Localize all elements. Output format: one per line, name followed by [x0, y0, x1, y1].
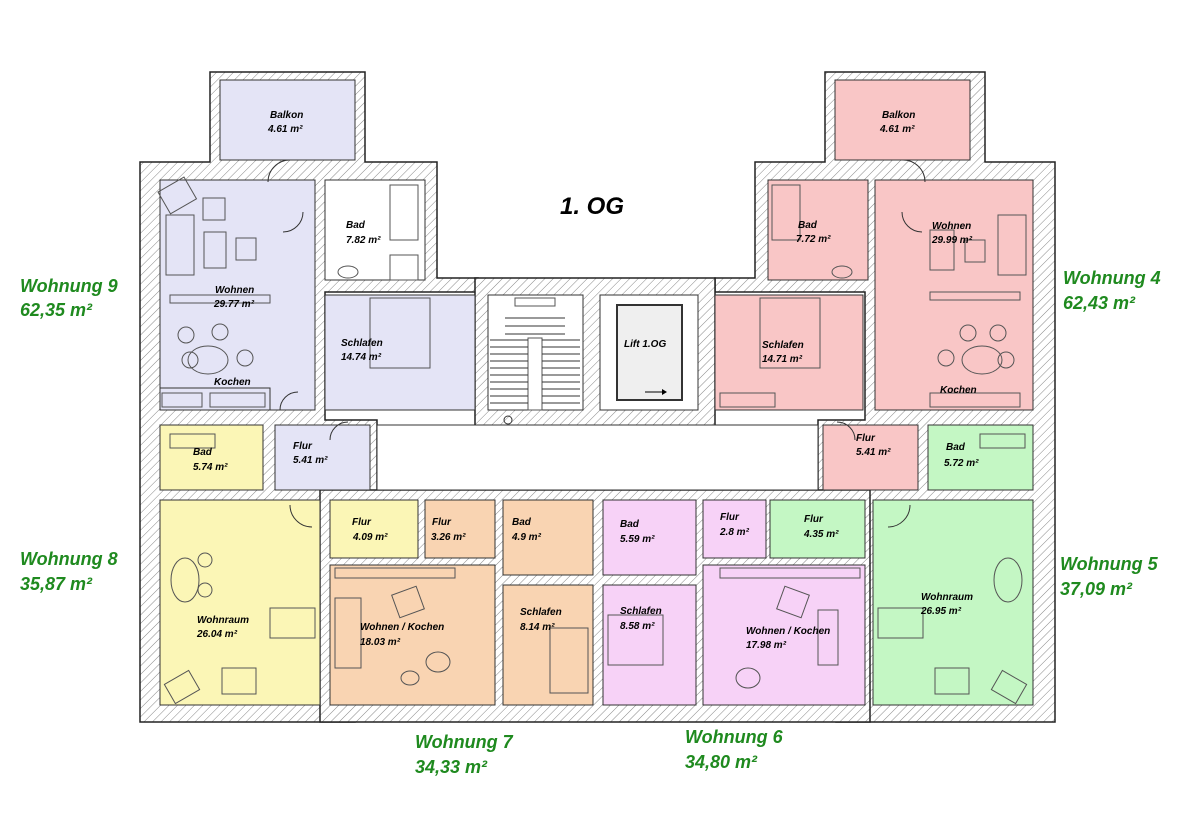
apartment-area-w6: 34,80 m² — [685, 752, 758, 772]
room-w9-balkon — [219, 79, 356, 161]
room-area-w4-flur: 5.41 m² — [856, 447, 891, 458]
room-label-w9-bad: Bad — [346, 220, 366, 231]
room-area-w9-balkon: 4.61 m² — [267, 124, 303, 135]
room-area-w5-wohnraum: 26.95 m² — [920, 606, 962, 617]
room-area-w8-flur: 4.09 m² — [352, 532, 388, 543]
room-w4-balkon — [834, 79, 971, 161]
room-area-w9-bad: 7.82 m² — [346, 235, 381, 246]
room-area-w7-bad: 4.9 m² — [511, 532, 542, 543]
room-area-w9-schlafen: 14.74 m² — [341, 352, 382, 363]
room-area-w4-wohnen: 29.99 m² — [931, 235, 973, 246]
apartment-area-w8: 35,87 m² — [20, 574, 93, 594]
room-w4-bad — [767, 179, 869, 281]
room-label-w5-flur: Flur — [804, 514, 824, 525]
room-w8-flur — [329, 499, 419, 559]
room-label-w4-kochen: Kochen — [940, 385, 977, 396]
room-w6-bad — [602, 499, 697, 576]
apartment-name-w4: Wohnung 4 — [1063, 268, 1161, 288]
door-swings — [267, 159, 926, 528]
room-w5-flur — [769, 499, 866, 559]
room-label-w7-bad: Bad — [512, 517, 532, 528]
apartment-area-w4: 62,43 m² — [1063, 293, 1136, 313]
room-label-w4-bad: Bad — [798, 220, 818, 231]
room-label-w9-schlafen: Schlafen — [341, 338, 383, 349]
room-label-w7-flur: Flur — [432, 517, 452, 528]
apartment-name-w6: Wohnung 6 — [685, 727, 784, 747]
room-label-w9-wohnen: Wohnen — [215, 285, 254, 296]
apartment-name-w5: Wohnung 5 — [1060, 554, 1159, 574]
room-area-w4-bad: 7.72 m² — [796, 234, 831, 245]
room-w4-wohnen — [874, 179, 1034, 411]
room-label-w6-schlafen: Schlafen — [620, 606, 662, 617]
room-label-w9-kochen: Kochen — [214, 377, 251, 388]
room-area-w7-wohnen: 18.03 m² — [360, 637, 401, 648]
room-label-w4-schlafen: Schlafen — [762, 340, 804, 351]
room-area-w9-wohnen: 29.77 m² — [213, 299, 255, 310]
room-label-w8-bad: Bad — [193, 447, 213, 458]
room-area-w4-balkon: 4.61 m² — [879, 124, 915, 135]
staircase — [487, 294, 584, 425]
apartment-area-w7: 34,33 m² — [415, 757, 488, 777]
room-area-w8-bad: 5.74 m² — [193, 462, 228, 473]
room-label-w9-flur: Flur — [293, 441, 313, 452]
room-label-w4-wohnen: Wohnen — [932, 221, 971, 232]
floor-title: 1. OG — [560, 193, 624, 220]
room-w5-wohnraum — [872, 499, 1034, 706]
room-label-w6-flur: Flur — [720, 512, 740, 523]
room-label-w6-bad: Bad — [620, 519, 640, 530]
apartment-area-w9: 62,35 m² — [20, 300, 93, 320]
room-area-w6-wohnen: 17.98 m² — [746, 640, 787, 651]
apartment-area-w5: 37,09 m² — [1060, 579, 1133, 599]
lift — [599, 294, 699, 411]
room-area-w7-schlafen: 8.14 m² — [520, 622, 555, 633]
room-w7-schlafen — [502, 584, 594, 706]
room-label-w7-schlafen: Schlafen — [520, 607, 562, 618]
room-label-w8-wohnraum: Wohnraum — [197, 615, 249, 626]
apartment-name-w9: Wohnung 9 — [20, 276, 118, 296]
room-w7-wohnen — [329, 564, 496, 706]
room-label-w6-wohnen: Wohnen / Kochen — [746, 626, 830, 637]
room-area-w6-bad: 5.59 m² — [620, 534, 655, 545]
room-w6-schlafen — [602, 584, 697, 706]
room-w4-schlafen — [714, 294, 864, 411]
room-label-w7-wohnen: Wohnen / Kochen — [360, 622, 444, 633]
room-area-w6-schlafen: 8.58 m² — [620, 621, 655, 632]
apartment-name-w8: Wohnung 8 — [20, 549, 118, 569]
room-label-w5-wohnraum: Wohnraum — [921, 592, 973, 603]
corridor — [376, 424, 819, 491]
room-w7-bad — [502, 499, 594, 576]
room-w9-schlafen — [324, 294, 476, 411]
room-area-w8-wohnraum: 26.04 m² — [196, 629, 238, 640]
room-label-w9-balkon: Balkon — [270, 110, 303, 121]
room-w4-flur — [822, 424, 919, 491]
room-label-w4-flur: Flur — [856, 433, 876, 444]
room-w7-flur — [424, 499, 496, 559]
room-label-w8-flur: Flur — [352, 517, 372, 528]
room-w8-bad — [159, 424, 264, 491]
room-area-w5-flur: 4.35 m² — [803, 529, 839, 540]
furniture — [157, 176, 1028, 705]
room-label-w5-bad: Bad — [946, 442, 966, 453]
room-w9-flur — [274, 424, 371, 491]
room-w8-wohnraum — [159, 499, 321, 706]
room-label-lift: Lift 1.OG — [624, 339, 666, 350]
apartment-name-w7: Wohnung 7 — [415, 732, 514, 752]
room-area-w5-bad: 5.72 m² — [944, 458, 979, 469]
room-area-w4-schlafen: 14.71 m² — [762, 354, 803, 365]
room-w6-flur — [702, 499, 767, 559]
room-w9-bad — [324, 179, 426, 281]
room-label-w4-balkon: Balkon — [882, 110, 915, 121]
room-area-w9-flur: 5.41 m² — [293, 455, 328, 466]
room-area-w7-flur: 3.26 m² — [431, 532, 466, 543]
room-area-w6-flur: 2.8 m² — [719, 527, 750, 538]
